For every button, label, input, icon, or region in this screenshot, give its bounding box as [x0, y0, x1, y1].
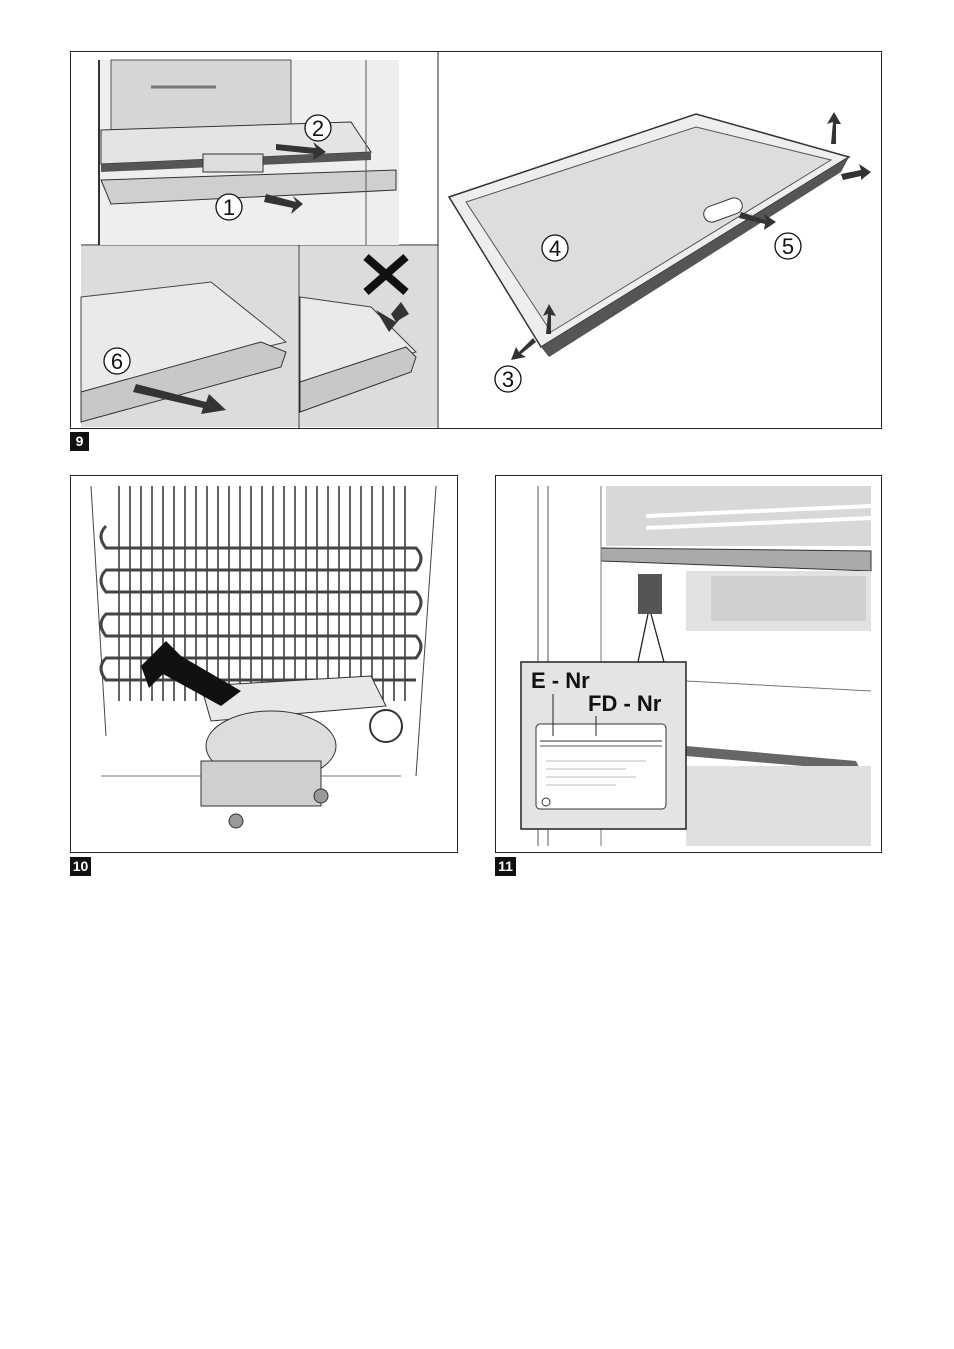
- step-1-callout: 1: [216, 194, 242, 220]
- step-1-label: 1: [223, 195, 235, 220]
- fd-nr-label: FD - Nr: [588, 691, 662, 716]
- step-4-label: 4: [549, 236, 561, 261]
- figure-9-illustration: 1 2 6: [71, 52, 881, 428]
- step-5-callout: 5: [775, 233, 801, 259]
- shelf-removal-scene: [99, 60, 399, 245]
- step-6-label: 6: [111, 349, 123, 374]
- step-2-callout: 2: [305, 115, 331, 141]
- e-nr-label: E - Nr: [531, 668, 590, 693]
- step-6-callout: 6: [104, 348, 130, 374]
- step-3-label: 3: [502, 367, 514, 392]
- figure-11-number: 11: [495, 857, 516, 876]
- step-3-callout: 3: [495, 366, 521, 392]
- figure-9-number: 9: [70, 432, 89, 451]
- glass-shelf-scene: [449, 112, 871, 360]
- step-5-label: 5: [782, 234, 794, 259]
- figure-10-number: 10: [70, 857, 91, 876]
- compressor: [201, 710, 402, 828]
- step-4-callout: 4: [542, 235, 568, 261]
- shelf-insert-scene: [81, 246, 298, 427]
- figure-10: [70, 475, 458, 853]
- figure-9: 1 2 6: [70, 51, 882, 429]
- rating-plate-location: [638, 574, 662, 614]
- step-2-label: 2: [312, 116, 324, 141]
- figure-11-illustration: E - Nr FD - Nr: [496, 476, 881, 852]
- figure-11: E - Nr FD - Nr: [495, 475, 882, 853]
- figure-10-illustration: [71, 476, 457, 852]
- rating-plate-callout: E - Nr FD - Nr: [521, 662, 686, 829]
- wrong-insertion-scene: [300, 246, 437, 427]
